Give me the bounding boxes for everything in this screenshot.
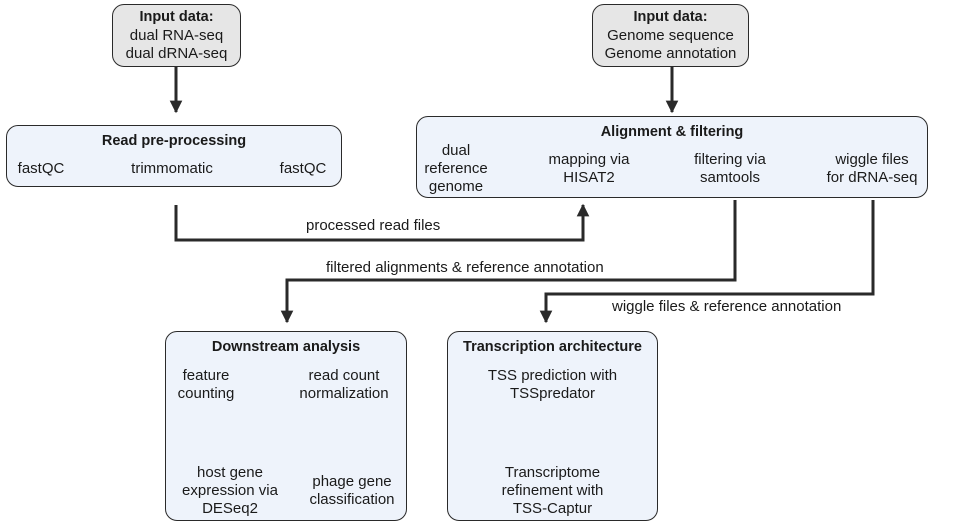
downstream-host-line3: DESeq2 (202, 500, 258, 517)
downstream-title: Downstream analysis (211, 339, 361, 355)
preprocessing-box (6, 125, 342, 187)
alignment-title: Alignment & filtering (600, 124, 744, 140)
transcription-refinement-line3: TSS-Captur (512, 500, 593, 517)
preprocessing-title: Read pre-processing (101, 133, 247, 149)
alignment-mapping-line2: HISAT2 (563, 169, 615, 186)
input-reads-line1: dual RNA-seq (129, 27, 224, 44)
label-filtered-alignments: filtered alignments & reference annotati… (326, 259, 604, 276)
downstream-phage-line2: classification (309, 491, 395, 508)
label-processed-read-files: processed read files (306, 217, 441, 234)
alignment-box (416, 116, 928, 198)
alignment-mapping-line1: mapping via (548, 151, 630, 168)
preprocessing-step-fastqc-2: fastQC (279, 160, 327, 177)
alignment-filtering-line2: samtools (699, 169, 761, 186)
alignment-reference-line3: genome (428, 178, 484, 195)
transcription-tss-line1: TSS prediction with (487, 367, 618, 384)
downstream-phage-line1: phage gene (312, 473, 392, 490)
alignment-reference-line1: dual (441, 142, 471, 159)
alignment-wiggle-line1: wiggle files (835, 151, 909, 168)
transcription-tss-line2: TSSpredator (509, 385, 596, 402)
alignment-reference-line2: reference (424, 160, 488, 177)
downstream-readcount-line1: read count (308, 367, 380, 384)
downstream-host-line1: host gene (197, 464, 263, 481)
downstream-feature-line1: feature (182, 367, 230, 384)
input-reads-title: Input data: (139, 9, 214, 25)
transcription-title: Transcription architecture (463, 339, 642, 355)
downstream-box (165, 331, 407, 521)
downstream-host-line2: expression via (182, 482, 278, 499)
input-genome-line2: Genome annotation (604, 45, 737, 62)
arrow-processed-read-files (174, 203, 590, 242)
label-wiggle-annotation: wiggle files & reference annotation (612, 298, 842, 315)
preprocessing-step-trimmomatic: trimmomatic (131, 160, 213, 177)
transcription-box (447, 331, 658, 521)
input-genome-line1: Genome sequence (607, 27, 734, 44)
arrow-filtered-alignments (280, 200, 737, 324)
arrow-wiggle-annotation (539, 200, 875, 324)
preprocessing-step-fastqc-1: fastQC (17, 160, 65, 177)
alignment-wiggle-line2: for dRNA-seq (826, 169, 918, 186)
input-reads-line2: dual dRNA-seq (125, 45, 228, 62)
downstream-feature-line2: counting (177, 385, 235, 402)
alignment-filtering-line1: filtering via (694, 151, 766, 168)
downstream-readcount-line2: normalization (299, 385, 389, 402)
transcription-refinement-line2: refinement with (501, 482, 604, 499)
transcription-refinement-line1: Transcriptome (504, 464, 601, 481)
input-genome-title: Input data: (633, 9, 708, 25)
input-genome-box (592, 4, 749, 67)
input-reads-box (112, 4, 241, 67)
